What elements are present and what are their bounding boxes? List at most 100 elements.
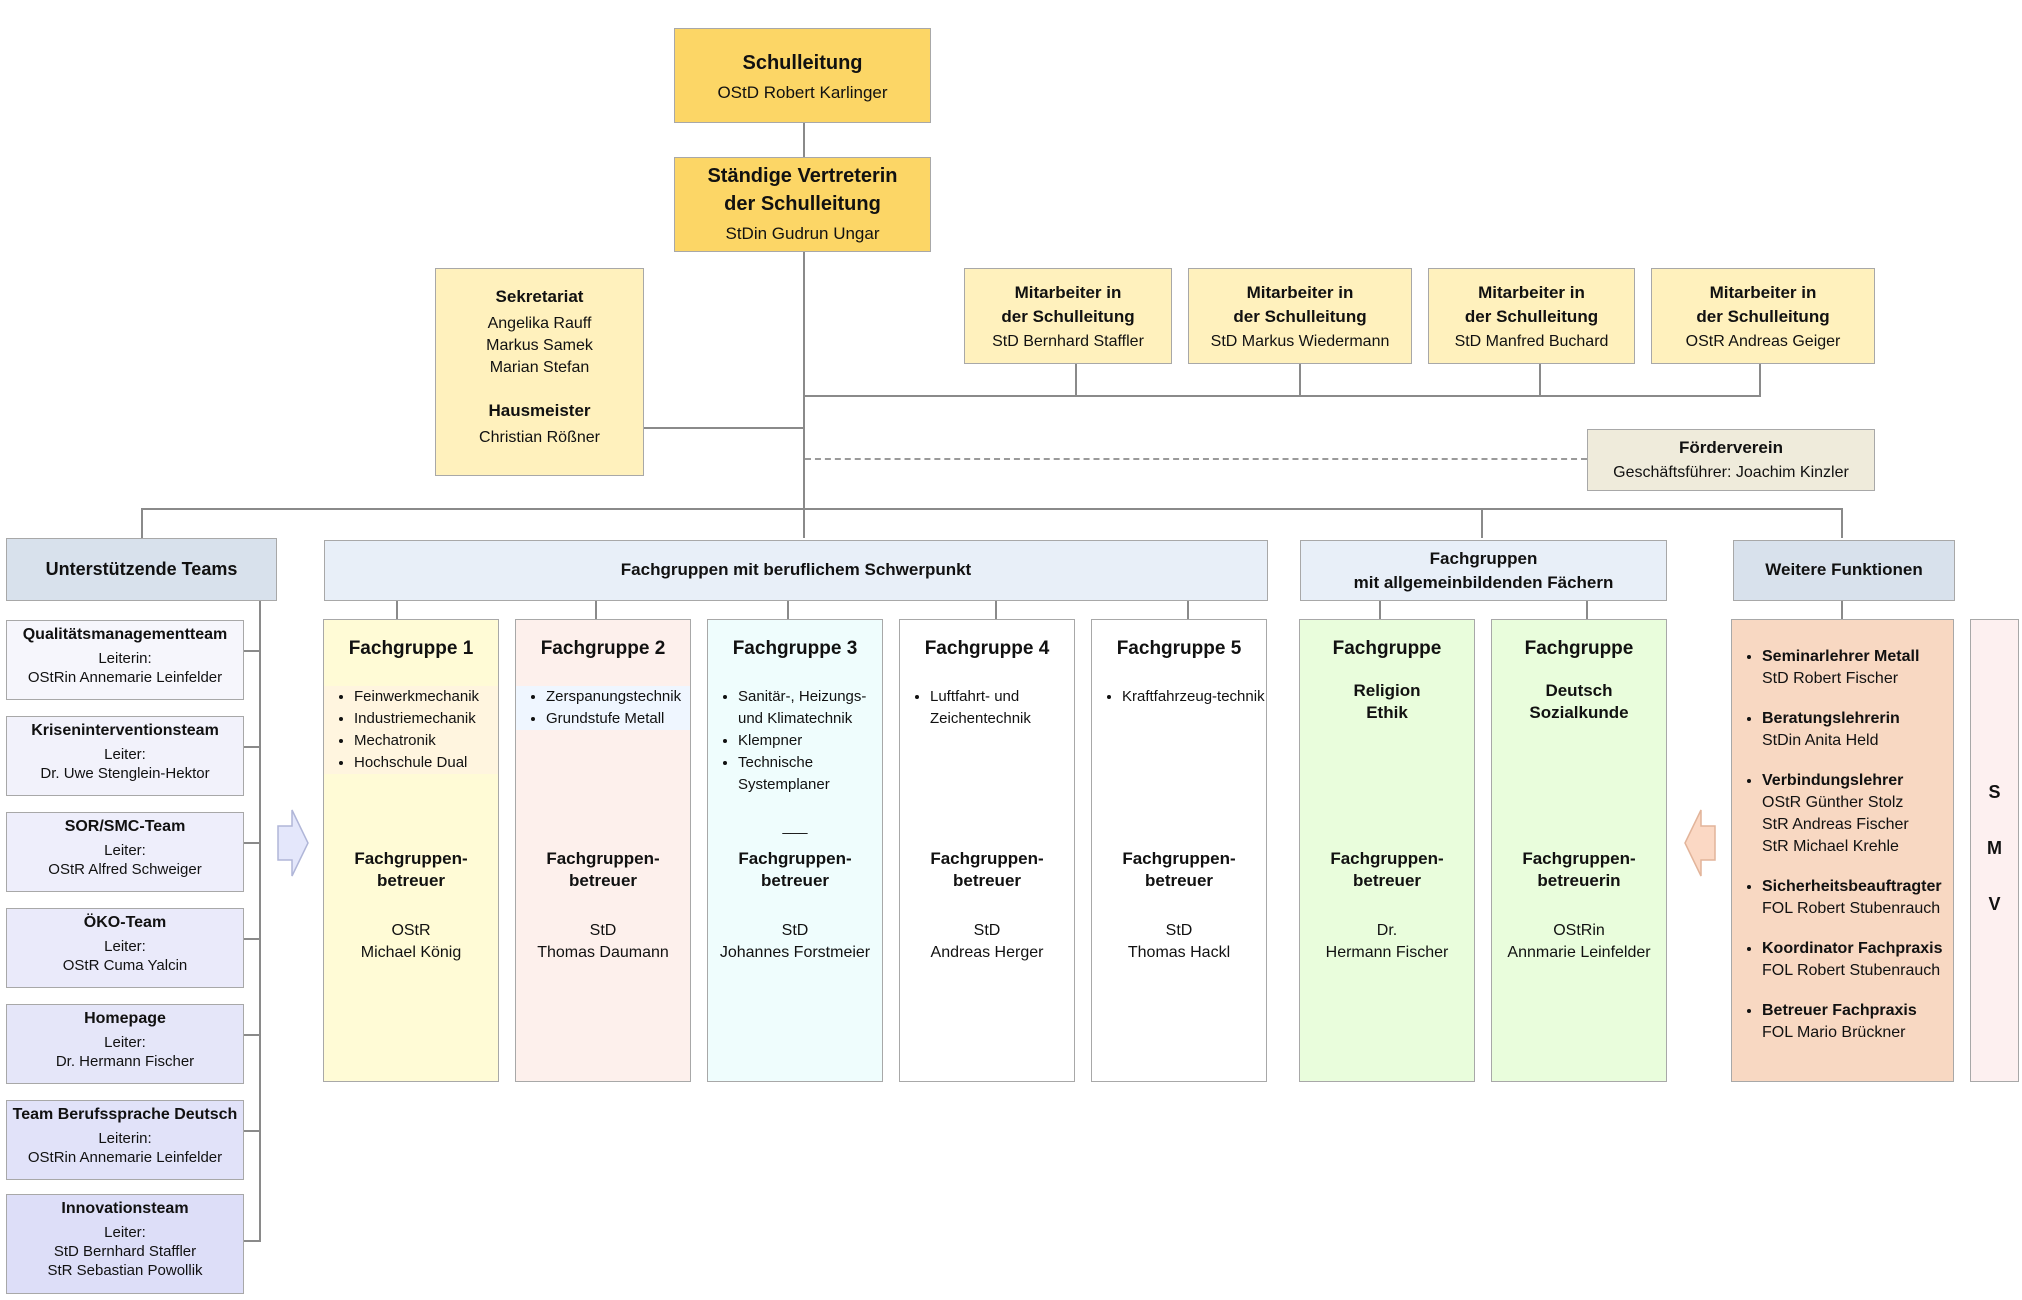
fachgruppe-betreuer-name: Thomas Daumann: [537, 944, 669, 961]
team-role: Leiter:: [104, 1034, 146, 1051]
team-leader: Dr. Hermann Fischer: [55, 1053, 195, 1070]
connector-line: [244, 842, 261, 844]
fachgruppe-item: Luftfahrt- und Zeichentechnik: [930, 686, 1074, 730]
fachgruppe-betreuer-label: betreuer: [376, 871, 446, 890]
fachgruppe-subject: Religion: [1353, 681, 1421, 700]
fachgruppe-title: Fachgruppe 4: [924, 638, 1050, 659]
fachgruppe-item: Hochschule Dual: [354, 752, 498, 774]
fachgruppe-betreuer-label: Fachgruppen-: [1122, 849, 1236, 868]
fachgruppe-betreuer-name: Dr.: [1376, 922, 1398, 939]
connector-line: [244, 938, 261, 940]
team-box: Innovationsteam Leiter: StD Bernhard Sta…: [6, 1194, 244, 1294]
connector-line: [244, 1130, 261, 1132]
mitarbeiter-title: der Schulleitung: [1464, 307, 1599, 326]
fachgruppe-item: Zerspanungstechnik: [546, 686, 690, 708]
funktion-name: OStR Günther Stolz: [1762, 794, 1904, 811]
connector-line: [1841, 601, 1843, 619]
mitarbeiter-title: der Schulleitung: [1696, 307, 1830, 326]
fachgruppe-box: Fachgruppe 5 Kraftfahrzeug-technik Fachg…: [1091, 619, 1267, 1082]
fachgruppe-separator: ___: [782, 818, 808, 835]
team-role: Leiter:: [104, 938, 146, 955]
fachgruppe-betreuer-label: betreuer: [760, 871, 830, 890]
fachgruppe-list: Kraftfahrzeug-technik: [1092, 686, 1266, 708]
connector-line: [1586, 601, 1588, 619]
fachgruppe-betreuer-name: OStRin: [1553, 922, 1605, 939]
fachgruppe-item: Industriemechanik: [354, 708, 498, 730]
funktion-title: Beratungslehrerin: [1762, 710, 1900, 727]
funktion-title: Sicherheitsbeauftragter: [1762, 878, 1942, 895]
fachgruppe-betreuer-name: Thomas Hackl: [1127, 944, 1231, 961]
fachgruppe-subject: Deutsch: [1545, 681, 1613, 700]
fachgruppe-item: Mechatronik: [354, 730, 498, 752]
fachgruppe-box: Fachgruppe 4 Luftfahrt- und Zeichentechn…: [899, 619, 1075, 1082]
connector-line: [1841, 508, 1843, 538]
mitarbeiter-title: der Schulleitung: [1001, 307, 1135, 326]
smv-letter: V: [1988, 894, 2001, 914]
team-role: Leiterin:: [98, 650, 152, 667]
sekretariat-name: Marian Stefan: [489, 359, 590, 376]
team-title: SOR/SMC-Team: [64, 818, 186, 835]
fachgruppe-betreuer-label: Fachgruppen-: [1330, 849, 1444, 868]
fachgruppe-betreuer-name: Michael König: [360, 944, 462, 961]
team-box: Qualitätsmanagementteam Leiterin: OStRin…: [6, 620, 244, 700]
fachgruppe-allgemein-box: Fachgruppe Religion Ethik Fachgruppen-be…: [1299, 619, 1475, 1082]
team-box: Homepage Leiter: Dr. Hermann Fischer: [6, 1004, 244, 1084]
team-title: Kriseninterventionsteam: [31, 722, 219, 739]
fachgruppe-item: Kraftfahrzeug-technik: [1122, 686, 1266, 708]
funktion-title: Betreuer Fachpraxis: [1762, 1002, 1917, 1019]
connector-line: [244, 746, 261, 748]
team-role: Leiterin:: [98, 1130, 152, 1147]
team-role: Leiter:: [104, 746, 146, 763]
fachgruppe-title: Fachgruppe 1: [348, 638, 474, 659]
connector-line: [1299, 364, 1301, 396]
mitarbeiter-title: der Schulleitung: [1233, 307, 1367, 326]
sekretariat-box: Sekretariat Angelika Rauff Markus Samek …: [435, 268, 644, 476]
team-leader: Dr. Uwe Stenglein-Hektor: [40, 765, 210, 782]
funktion-name: StDin Anita Held: [1762, 732, 1879, 749]
fachgruppe-list: Sanitär-, Heizungs- und Klimatechnik Kle…: [708, 686, 882, 796]
connector-line: [1075, 364, 1077, 396]
connector-line: [396, 601, 398, 619]
team-box: Team Berufssprache Deutsch Leiterin: OSt…: [6, 1100, 244, 1180]
mitarbeiter-name: StD Bernhard Staffler: [992, 333, 1144, 350]
connector-line: [141, 508, 143, 538]
fachgruppe-betreuer-label: betreuer: [1352, 871, 1422, 890]
fachgruppe-betreuer-name: Annmarie Leinfelder: [1507, 944, 1651, 961]
fachgruppe-item: Technische Systemplaner: [738, 752, 882, 796]
connector-line: [1759, 364, 1761, 396]
funktion-name: FOL Mario Brückner: [1762, 1024, 1906, 1041]
smv-letter: S: [1988, 782, 2001, 802]
mitarbeiter-title: Mitarbeiter in: [1014, 283, 1122, 302]
header-beruflich: Fachgruppen mit beruflichem Schwerpunkt: [324, 540, 1268, 601]
header-weitere-funktionen: Weitere Funktionen: [1733, 540, 1955, 601]
fachgruppe-list: Zerspanungstechnik Grundstufe Metall: [516, 686, 690, 730]
fachgruppe-allgemein-box: Fachgruppe Deutsch Sozialkunde Fachgrupp…: [1491, 619, 1667, 1082]
header-label: mit allgemeinbildenden Fächern: [1353, 573, 1614, 592]
mitarbeiter-title: Mitarbeiter in: [1478, 283, 1585, 302]
fachgruppe-box: Fachgruppe 2 Zerspanungstechnik Grundstu…: [515, 619, 691, 1082]
fachgruppe-item: Sanitär-, Heizungs- und Klimatechnik: [738, 686, 882, 730]
fachgruppe-subject: Sozialkunde: [1529, 703, 1629, 722]
team-leader: StR Sebastian Powollik: [47, 1262, 203, 1279]
arrow-right-icon: [277, 809, 309, 877]
vertreterin-title-line2: der Schulleitung: [724, 193, 881, 215]
fachgruppe-betreuer-label: Fachgruppen-: [546, 849, 660, 868]
funktion-name: FOL Robert Stubenrauch: [1762, 900, 1941, 917]
vertreterin-title-line1: Ständige Vertreterin: [707, 165, 898, 187]
fachgruppe-item: Feinwerkmechanik: [354, 686, 498, 708]
connector-line: [244, 1240, 261, 1242]
fachgruppe-title: Fachgruppe: [1332, 638, 1442, 659]
team-leader: OStR Cuma Yalcin: [62, 957, 188, 974]
fachgruppe-item: Grundstufe Metall: [546, 708, 690, 730]
smv-box: S M V: [1970, 619, 2019, 1082]
team-leader: StD Bernhard Staffler: [53, 1243, 197, 1260]
schulleitung-name: OStD Robert Karlinger: [717, 83, 888, 102]
